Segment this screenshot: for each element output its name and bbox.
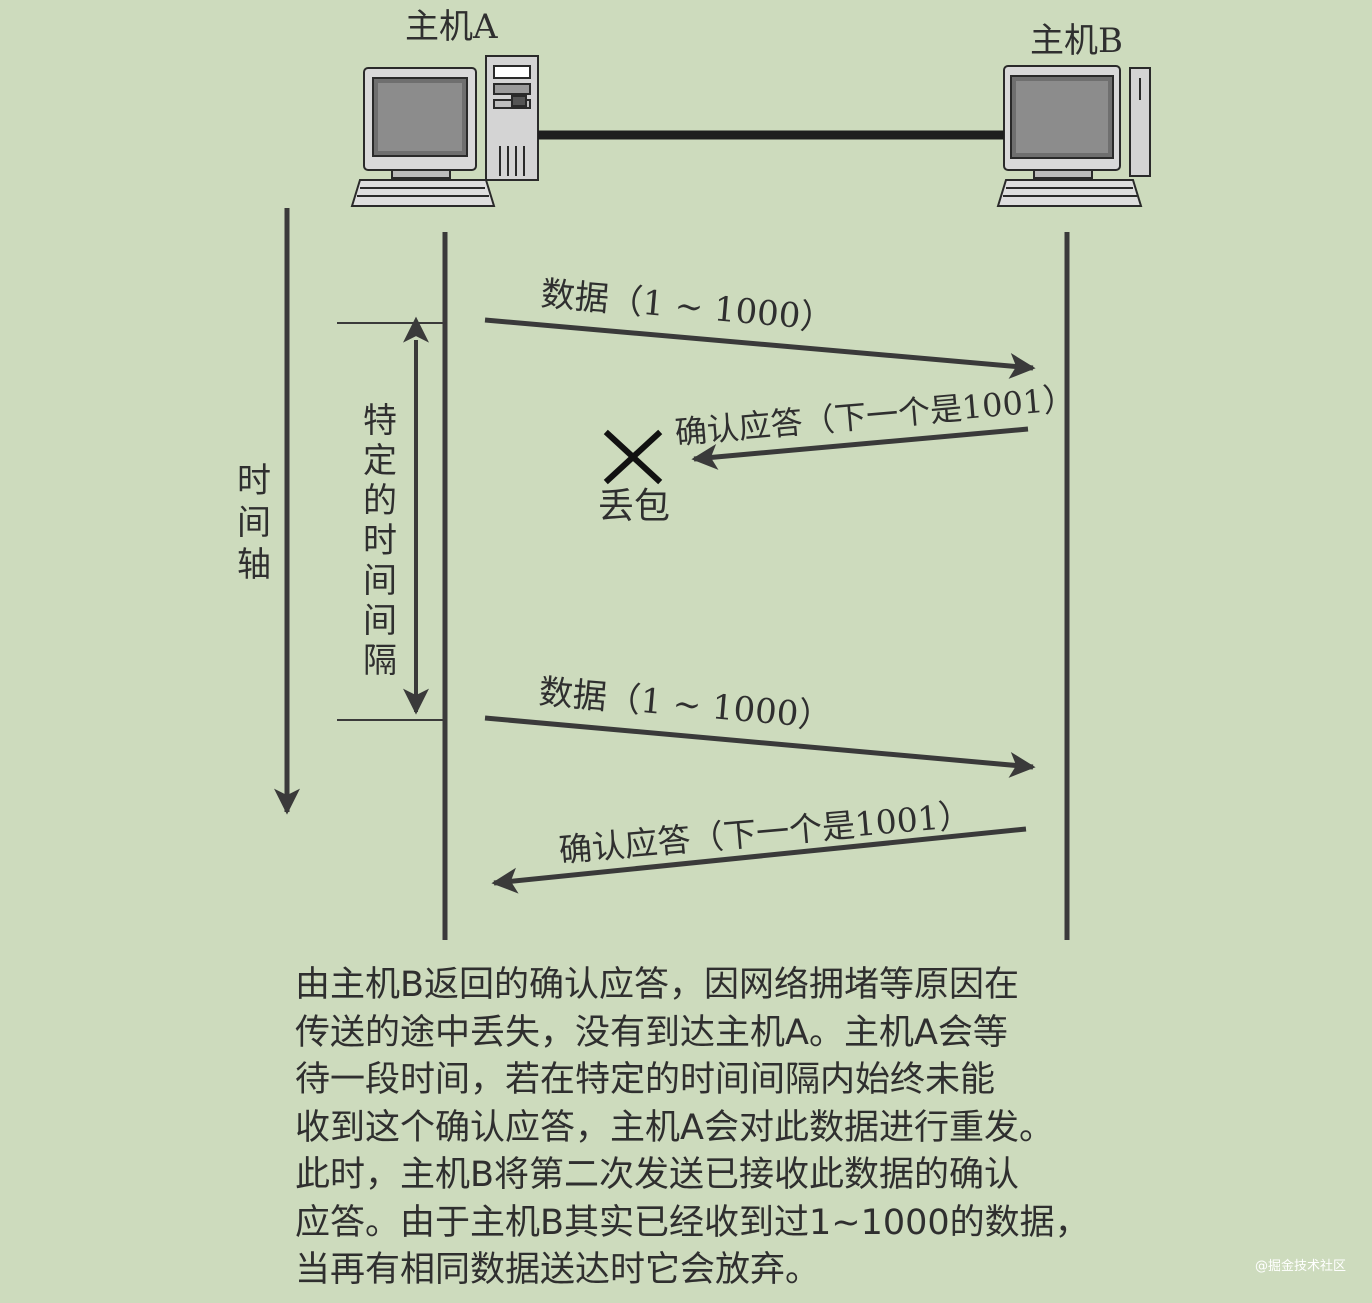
host-b-computer-icon [996,65,1151,207]
host-b-label: 主机B [1030,21,1123,61]
time-axis-char: 间 [237,503,271,543]
caption: 由主机B返回的确认应答，因网络拥堵等原因在 传送的途中丢失，没有到达主机A。主机… [295,962,1125,1295]
caption-line: 传送的途中丢失，没有到达主机A。主机A会等 [295,1012,1008,1053]
packet-lost-label: 丢包 [598,486,670,527]
ack-arrow-lost [691,426,1029,470]
caption-line: 收到这个确认应答，主机A会对此数据进行重发。 [295,1107,1054,1148]
time-axis-char: 轴 [237,545,271,585]
caption-line: 应答。由于主机B其实已经收到过1~1000的数据， [295,1202,1090,1243]
ack-label-2: 确认应答（下一个是1001） [557,795,973,870]
host-a-label: 主机A [405,7,498,47]
data-arrow-1 [484,317,1036,379]
ack-arrow-2 [491,826,1027,894]
time-axis-label: 时间轴 [237,461,271,585]
interval-char: 时 [363,521,397,561]
host-a-computer-icon [350,55,539,207]
packet-lost-icon [603,429,663,485]
interval-char: 间 [363,561,397,601]
interval-char: 定 [363,441,397,481]
time-axis-char: 时 [237,461,271,501]
interval-char: 间 [363,601,397,641]
interval-char: 隔 [363,641,397,681]
interval-label: 特定的时间间隔 [363,401,397,681]
caption-line: 由主机B返回的确认应答，因网络拥堵等原因在 [295,965,1020,1005]
data-arrow-2 [484,715,1036,778]
caption-line: 待一段时间，若在特定的时间间隔内始终未能 [295,1060,996,1100]
caption-line: 当再有相同数据送达时它会放弃。 [295,1250,821,1290]
watermark: @掘金技术社区 [1254,1259,1346,1274]
caption-line: 此时，主机B将第二次发送已接收此数据的确认 [295,1155,1020,1195]
interval-char: 特 [363,401,397,441]
interval-char: 的 [363,481,397,521]
